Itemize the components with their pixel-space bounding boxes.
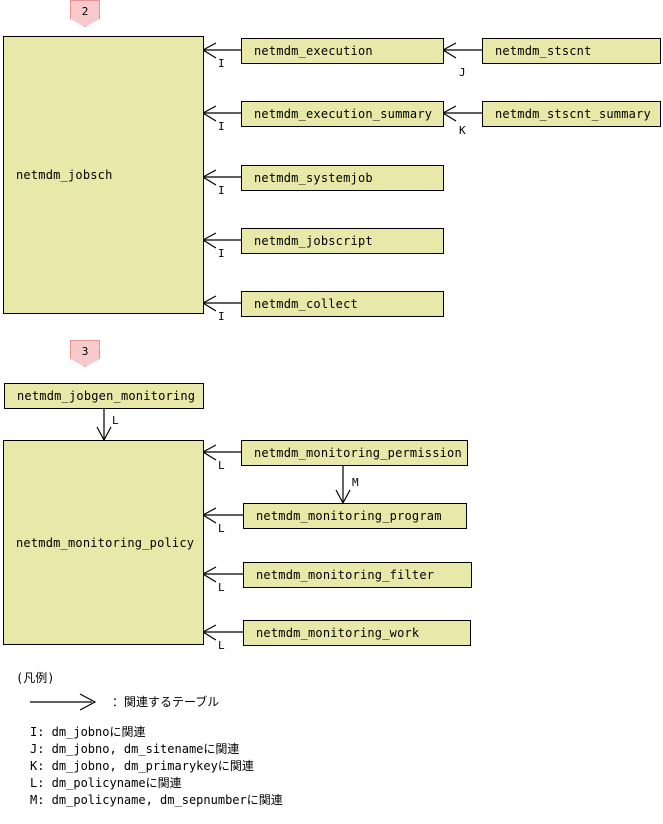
relation-label-i-collect: I xyxy=(218,310,225,323)
legend-arrow-row: ：関連するテーブル xyxy=(30,696,219,708)
relation-label-l-filter: L xyxy=(218,581,225,594)
entity-netmdm-monitoring-program[interactable]: netmdm_monitoring_program xyxy=(243,503,467,529)
relation-label-i-systemjob: I xyxy=(218,184,225,197)
legend-entry-j: J: dm_jobno, dm_sitenameに関連 xyxy=(30,742,240,756)
relation-label-l-program: L xyxy=(218,522,225,535)
relation-label-j-stscnt: J xyxy=(459,66,466,79)
entity-netmdm-jobsch[interactable]: netmdm_jobsch xyxy=(3,36,204,314)
entity-netmdm-stscnt[interactable]: netmdm_stscnt xyxy=(482,38,661,64)
legend-arrow-meaning: ：関連するテーブル xyxy=(112,695,220,709)
legend-entry-l: L: dm_policynameに関連 xyxy=(30,776,182,790)
section-badge-2: 2 xyxy=(70,0,100,27)
entity-netmdm-execution[interactable]: netmdm_execution xyxy=(241,38,444,64)
section-badge-3: 3 xyxy=(70,340,100,367)
entity-netmdm-jobscript[interactable]: netmdm_jobscript xyxy=(241,228,444,254)
legend-title: (凡例) xyxy=(16,671,55,685)
relation-label-k-stscnt-summary: K xyxy=(459,124,466,137)
entity-netmdm-monitoring-permission[interactable]: netmdm_monitoring_permission xyxy=(241,440,468,466)
entity-netmdm-systemjob[interactable]: netmdm_systemjob xyxy=(241,165,444,191)
legend-entries: I: dm_jobnoに関連 J: dm_jobno, dm_sitenameに… xyxy=(30,724,283,809)
legend-entry-i: I: dm_jobnoに関連 xyxy=(30,725,146,739)
relation-label-m-program: M xyxy=(352,476,359,489)
entity-netmdm-stscnt-summary[interactable]: netmdm_stscnt_summary xyxy=(482,101,661,127)
entity-netmdm-monitoring-work[interactable]: netmdm_monitoring_work xyxy=(243,620,471,646)
legend-entry-m: M: dm_policyname, dm_sepnumberに関連 xyxy=(30,793,283,807)
entity-netmdm-collect[interactable]: netmdm_collect xyxy=(241,291,444,317)
legend-entry-k: K: dm_jobno, dm_primarykeyに関連 xyxy=(30,759,254,773)
entity-netmdm-execution-summary[interactable]: netmdm_execution_summary xyxy=(241,101,444,127)
entity-netmdm-monitoring-filter[interactable]: netmdm_monitoring_filter xyxy=(243,562,472,588)
relation-label-l-permission: L xyxy=(218,459,225,472)
relation-label-i-execution-summary: I xyxy=(218,120,225,133)
entity-netmdm-monitoring-policy[interactable]: netmdm_monitoring_policy xyxy=(3,440,204,645)
relation-label-i-execution: I xyxy=(218,57,225,70)
relation-label-l-work: L xyxy=(218,639,225,652)
entity-netmdm-jobgen-monitoring[interactable]: netmdm_jobgen_monitoring xyxy=(4,383,204,409)
relation-label-i-jobscript: I xyxy=(218,247,225,260)
relation-label-l-jobgen: L xyxy=(112,414,119,427)
